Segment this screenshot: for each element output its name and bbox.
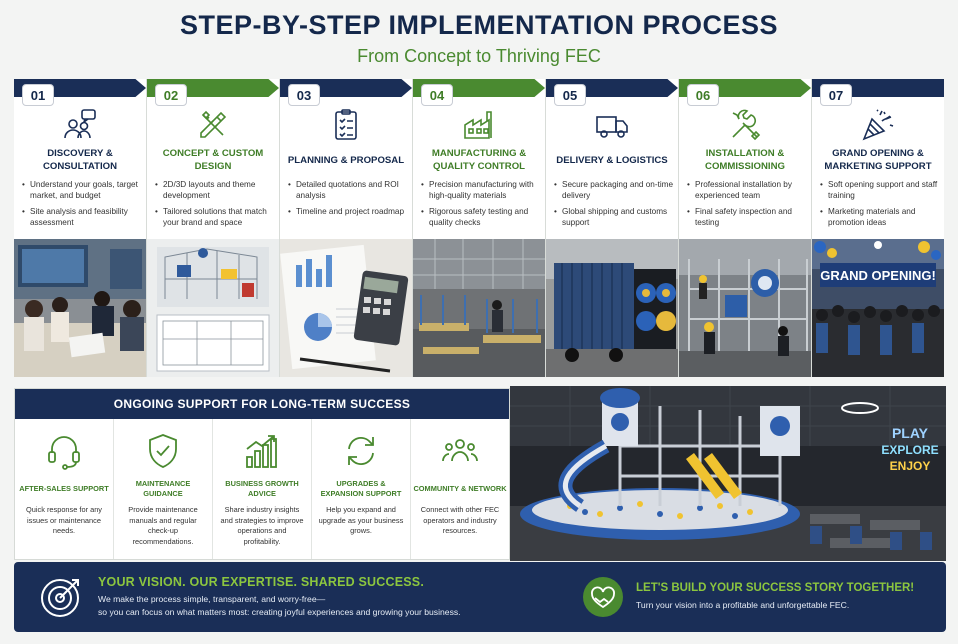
step-title: DELIVERY & LOGISTICS — [556, 154, 668, 166]
step-1: 01 DISCOVERY & CONSULTATION Understand y… — [14, 79, 147, 377]
step-4: 04 MANUFACTURING & QUALITY CONTROL Preci… — [413, 79, 546, 377]
step-2: 02 CONCEPT & CUSTOM DESIGN 2D/3D layouts… — [147, 79, 280, 377]
documents-calculator-photo — [280, 239, 412, 377]
support-item-title: MAINTENANCE GUIDANCE — [135, 479, 191, 498]
support-item: UPGRADES & EXPANSION SUPPORT Help you ex… — [312, 419, 411, 559]
step-bullet: Timeline and project roadmap — [288, 206, 408, 217]
step-bullet: Soft opening support and staff training — [820, 179, 940, 201]
footer-left-line: so you can focus on what matters most: c… — [98, 607, 461, 617]
wrench-screwdriver-icon — [727, 107, 763, 143]
handshake-icon — [582, 576, 624, 618]
community-people-icon — [440, 431, 480, 471]
page-title: STEP-BY-STEP IMPLEMENTATION PROCESS — [179, 10, 779, 40]
footer-right-text: Turn your vision into a profitable and u… — [636, 600, 850, 610]
step-number: 04 — [421, 84, 453, 106]
support-item-title: BUSINESS GROWTH ADVICE — [225, 479, 299, 498]
step-number: 06 — [687, 84, 719, 106]
support-item: COMMUNITY & NETWORK Connect with other F… — [411, 419, 509, 559]
refresh-arrows-icon — [341, 431, 381, 471]
step-bullet: Final safety inspection and testing — [687, 206, 807, 228]
step-bullet: Global shipping and customs support — [554, 206, 674, 228]
consultation-icon — [62, 107, 98, 143]
step-bullet: Secure packaging and on-time delivery — [554, 179, 674, 201]
step-5: 05 DELIVERY & LOGISTICS Secure packaging… — [546, 79, 679, 377]
ongoing-support-panel: ONGOING SUPPORT FOR LONG-TERM SUCCESS AF… — [14, 388, 510, 560]
step-bullets: Detailed quotations and ROI analysis Tim… — [288, 179, 408, 222]
3d-layout-photo — [147, 239, 279, 377]
support-heading: ONGOING SUPPORT FOR LONG-TERM SUCCESS — [15, 389, 509, 419]
step-title: PLANNING & PROPOSAL — [287, 154, 405, 166]
footer-left-text: We make the process simple, transparent,… — [98, 593, 578, 619]
footer-banner: YOUR VISION. OUR EXPERTISE. SHARED SUCCE… — [14, 562, 946, 632]
hero-sign-enjoy: ENJOY — [890, 459, 931, 473]
team-meeting-photo — [14, 239, 146, 377]
support-item: AFTER-SALES SUPPORT Quick response for a… — [15, 419, 114, 559]
grand-opening-banner: GRAND OPENING! — [820, 268, 936, 283]
process-steps: 01 DISCOVERY & CONSULTATION Understand y… — [14, 79, 944, 377]
factory-floor-photo — [413, 239, 545, 377]
design-tools-icon — [195, 107, 231, 143]
support-item-text: Share industry insights and strategies t… — [220, 505, 304, 546]
step-bullet: Precision manufacturing with high-qualit… — [421, 179, 541, 201]
step-bullet: Rigorous safety testing and quality chec… — [421, 206, 541, 228]
step-bullet: Site analysis and feasibility assessment — [22, 206, 142, 228]
headset-icon — [44, 431, 84, 471]
step-bullets: Understand your goals, target market, an… — [22, 179, 142, 233]
step-number: 05 — [554, 84, 586, 106]
support-item-text: Connect with other FEC operators and ind… — [420, 505, 500, 535]
footer-left-heading: YOUR VISION. OUR EXPERTISE. SHARED SUCCE… — [98, 575, 425, 589]
installation-crew-photo — [679, 239, 811, 377]
clipboard-checklist-icon — [328, 107, 364, 143]
footer-right-heading: LET'S BUILD YOUR SUCCESS STORY TOGETHER! — [636, 582, 915, 594]
step-title: CONCEPT & CUSTOM DESIGN — [162, 148, 264, 172]
support-item-title: COMMUNITY & NETWORK — [413, 484, 507, 493]
truck-icon — [594, 107, 630, 143]
step-bullets: 2D/3D layouts and theme development Tail… — [155, 179, 275, 233]
support-item-text: Help you expand and upgrade as your busi… — [318, 505, 404, 535]
page-subtitle: From Concept to Thriving FEC — [357, 46, 601, 66]
shipping-truck-photo — [546, 239, 678, 377]
support-item-text: Provide maintenance manuals and regular … — [128, 505, 198, 546]
party-popper-icon — [860, 107, 896, 143]
growth-chart-icon — [242, 431, 282, 471]
shield-check-icon — [143, 431, 183, 471]
step-6: 06 INSTALLATION & COMMISSIONING Professi… — [679, 79, 812, 377]
step-title: GRAND OPENING & MARKETING SUPPORT — [824, 148, 932, 172]
step-number: 01 — [22, 84, 54, 106]
step-3: 03 PLANNING & PROPOSAL Detailed quotatio… — [280, 79, 413, 377]
step-bullets: Professional installation by experienced… — [687, 179, 807, 233]
step-number: 03 — [288, 84, 320, 106]
factory-icon — [461, 107, 497, 143]
indoor-playground-photo: PLAY EXPLORE ENJOY — [510, 386, 946, 561]
step-bullet: Marketing materials and promotion ideas — [820, 206, 940, 228]
step-bullet: 2D/3D layouts and theme development — [155, 179, 275, 201]
step-bullet: Understand your goals, target market, an… — [22, 179, 142, 201]
support-item-text: Quick response for any issues or mainten… — [26, 505, 102, 535]
target-arrow-icon — [38, 574, 84, 620]
step-title: INSTALLATION & COMMISSIONING — [705, 148, 785, 172]
hero-sign-play: PLAY — [892, 425, 929, 441]
step-number: 07 — [820, 84, 852, 106]
step-title: MANUFACTURING & QUALITY CONTROL — [431, 148, 527, 172]
grand-opening-photo: GRAND OPENING! — [812, 239, 944, 377]
step-bullets: Precision manufacturing with high-qualit… — [421, 179, 541, 233]
step-title: DISCOVERY & CONSULTATION — [42, 148, 118, 172]
support-item: MAINTENANCE GUIDANCE Provide maintenance… — [114, 419, 213, 559]
step-bullet: Detailed quotations and ROI analysis — [288, 179, 408, 201]
step-bullet: Professional installation by experienced… — [687, 179, 807, 201]
step-number: 02 — [155, 84, 187, 106]
step-bullets: Secure packaging and on-time delivery Gl… — [554, 179, 674, 233]
step-bullet: Tailored solutions that match your brand… — [155, 206, 275, 228]
step-bullets: Soft opening support and staff training … — [820, 179, 940, 233]
hero-sign-explore: EXPLORE — [881, 443, 938, 457]
support-item-title: AFTER-SALES SUPPORT — [19, 484, 109, 493]
footer-left-line: We make the process simple, transparent,… — [98, 594, 326, 604]
step-7: 07 GRAND OPENING & MARKETING SUPPORT Sof… — [812, 79, 944, 377]
support-item: BUSINESS GROWTH ADVICE Share industry in… — [213, 419, 312, 559]
support-item-title: UPGRADES & EXPANSION SUPPORT — [320, 479, 402, 498]
